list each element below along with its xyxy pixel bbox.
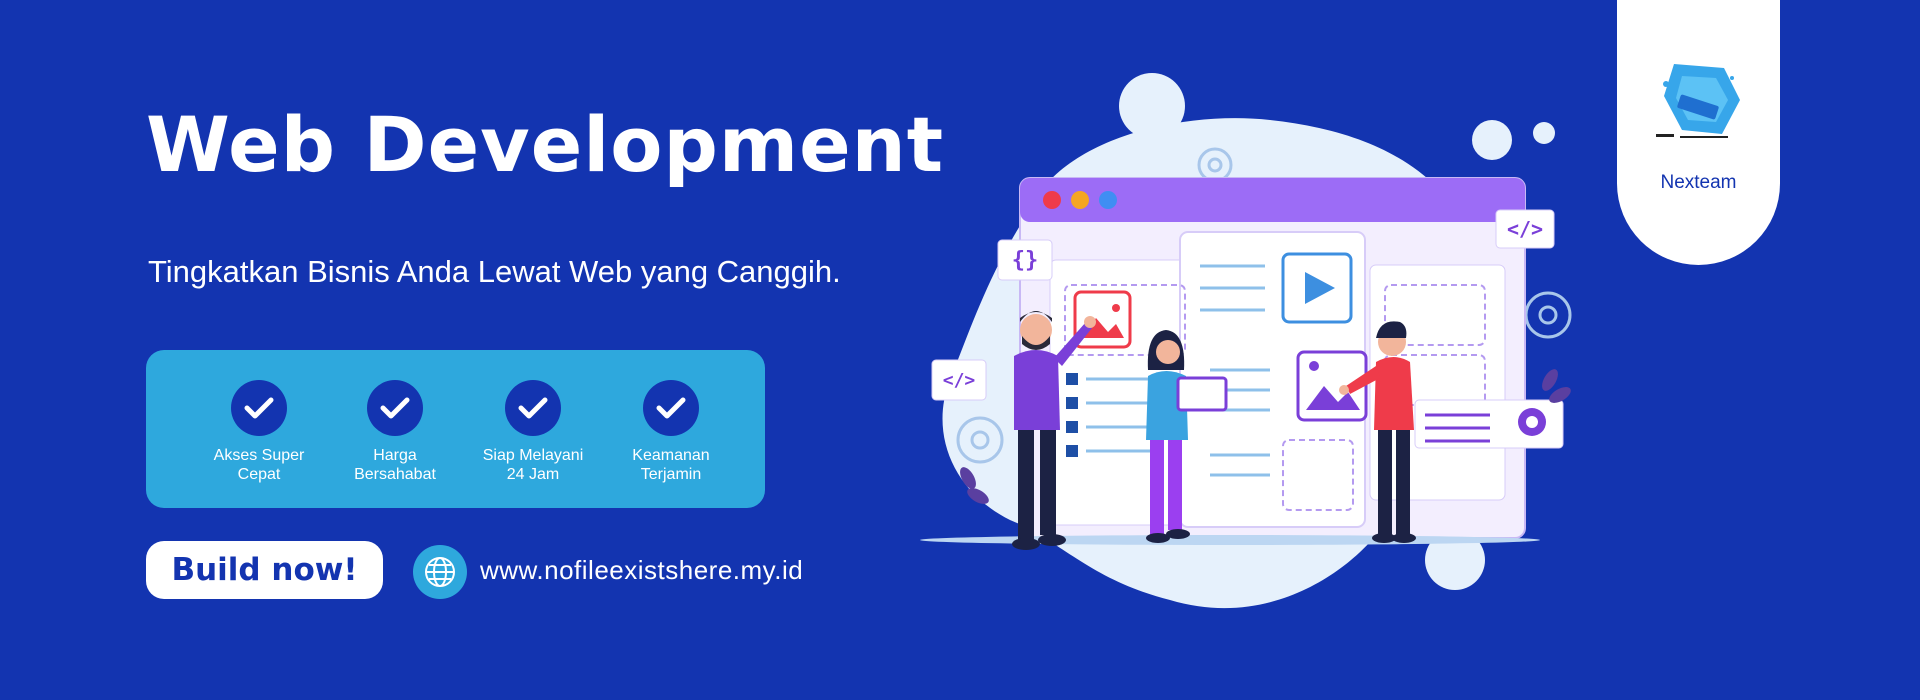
feature-label: Harga Bersahabat xyxy=(354,447,436,483)
gear-icon xyxy=(956,416,1004,464)
gear-icon xyxy=(1518,408,1546,436)
gear-icon xyxy=(1524,291,1572,339)
feature-item-security: Keamanan Terjamin xyxy=(601,380,741,484)
web-development-illustration: </> {} </> xyxy=(920,73,1572,609)
bubble xyxy=(1472,120,1512,160)
code-tag-icon: </> xyxy=(1495,209,1555,249)
nexteam-logo xyxy=(1652,60,1744,156)
features-panel: Akses Super Cepat Harga Bersahabat Siap … xyxy=(146,350,765,508)
braces-icon: {} xyxy=(997,239,1053,281)
person-figure xyxy=(1012,311,1096,550)
brand-name: Nexteam xyxy=(1660,172,1737,193)
browser-titlebar xyxy=(1020,178,1525,222)
bubble xyxy=(1425,530,1485,590)
page-subtitle: Tingkatkan Bisnis Anda Lewat Web yang Ca… xyxy=(148,254,841,289)
window-dot-orange xyxy=(1071,191,1089,209)
list-bullets xyxy=(1066,373,1150,457)
feature-item-fast-access: Akses Super Cepat xyxy=(189,380,329,484)
person-figure xyxy=(1339,321,1416,543)
plant-decoration xyxy=(960,369,1571,504)
svg-text:</>: </> xyxy=(1507,217,1543,241)
feature-label: Siap Melayani 24 Jam xyxy=(482,447,584,483)
svg-text:{}: {} xyxy=(1012,248,1039,273)
website-link[interactable]: www.nofileexistshere.my.id xyxy=(480,555,804,585)
bubble xyxy=(1119,73,1185,139)
feature-item-affordable-price: Harga Bersahabat xyxy=(325,380,465,484)
bubble xyxy=(1533,122,1555,144)
person-figure xyxy=(1146,330,1228,543)
build-now-button[interactable]: Build now! xyxy=(146,541,383,599)
check-icon xyxy=(231,380,287,436)
feature-item-24h-service: Siap Melayani 24 Jam xyxy=(463,380,603,484)
check-icon xyxy=(367,380,423,436)
feature-label: Akses Super Cepat xyxy=(213,447,305,483)
feature-label: Keamanan Terjamin xyxy=(632,447,710,483)
page-title: Web Development xyxy=(146,100,945,189)
check-icon xyxy=(505,380,561,436)
code-tag-icon: </> xyxy=(931,359,987,401)
svg-text:</>: </> xyxy=(943,370,976,391)
globe-icon xyxy=(413,545,467,599)
window-dot-blue xyxy=(1099,191,1117,209)
window-dot-red xyxy=(1043,191,1061,209)
brand-tab: Nexteam xyxy=(1617,0,1780,265)
check-icon xyxy=(643,380,699,436)
